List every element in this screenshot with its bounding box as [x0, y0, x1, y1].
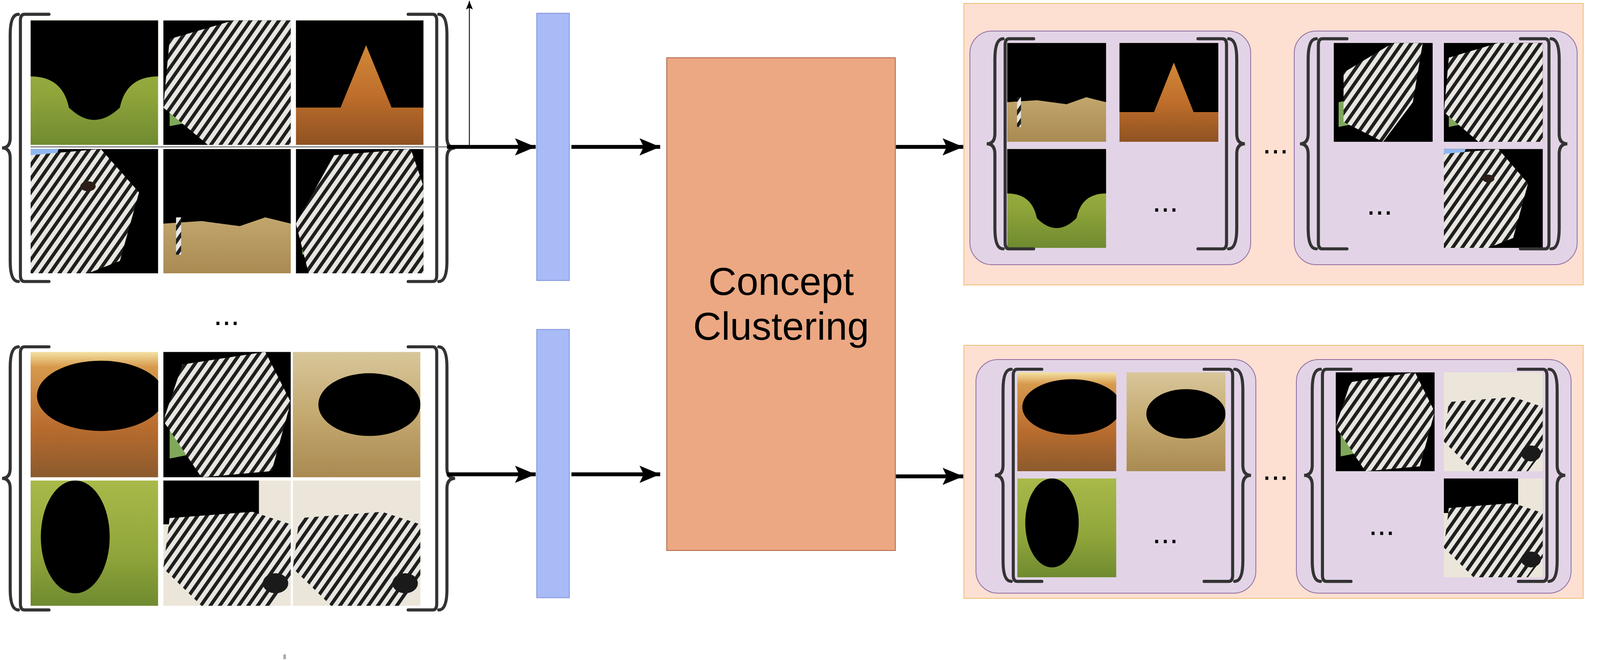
tile-ground — [292, 351, 421, 478]
guide-line — [30, 146, 447, 148]
concept-cluster: ... — [975, 359, 1257, 594]
zebra-patch — [163, 351, 292, 478]
photo-tile — [295, 20, 424, 145]
photo-tile — [163, 148, 292, 274]
tile-ground — [30, 20, 159, 145]
zebra-patch — [292, 511, 421, 606]
set-bracket — [2, 346, 19, 610]
encoder-bar — [536, 13, 570, 281]
output-panel: ......... — [963, 345, 1585, 600]
tile-ground — [163, 148, 292, 274]
tile-ground — [30, 480, 159, 606]
masked-region — [30, 20, 159, 120]
zebra-patch — [30, 148, 139, 274]
ellipsis-text: ... — [1366, 188, 1393, 220]
set-bracket — [20, 14, 49, 282]
zebra-eye — [80, 181, 96, 192]
tile-ground — [30, 148, 159, 274]
ellipsis-label: ... — [213, 298, 240, 330]
photo-tile — [163, 20, 292, 145]
ellipsis-text: ... — [1368, 508, 1395, 540]
photo-tile — [30, 480, 159, 606]
flow-arrow — [895, 474, 964, 479]
corner-mark — [283, 654, 286, 660]
photo-tile — [292, 351, 421, 478]
flow-arrow — [895, 144, 964, 149]
concept-cluster: ... — [1295, 359, 1572, 594]
masked-region — [40, 480, 110, 594]
encoder-bar — [536, 329, 570, 598]
zebra-patch — [163, 511, 292, 606]
flow-arrow — [571, 144, 661, 149]
zebra-leg — [175, 217, 182, 255]
concept-cluster: ... — [969, 30, 1252, 266]
set-bracket — [20, 346, 49, 610]
photo-tile — [30, 20, 159, 145]
photo-tile — [295, 148, 424, 274]
masked-region — [318, 373, 421, 437]
process-box: Concept Clustering — [666, 57, 896, 552]
zebra-nose — [262, 573, 289, 594]
label-holder: ... — [213, 298, 240, 330]
set-bracket — [2, 14, 19, 282]
masked-region — [37, 360, 159, 432]
photo-tile — [30, 351, 159, 478]
photo-tile — [163, 480, 292, 606]
ellipsis-text: ... — [1152, 517, 1179, 549]
concept-cluster: ... — [1293, 30, 1578, 266]
ellipsis-text: ... — [1262, 453, 1289, 485]
box-label: Concept Clustering — [666, 259, 896, 349]
output-panel: ......... — [963, 3, 1585, 286]
flow-arrow — [446, 144, 536, 149]
photo-tile — [163, 351, 292, 478]
photo-tile — [292, 480, 421, 606]
ellipsis-text: ... — [1262, 127, 1289, 159]
tile-ground — [295, 20, 424, 145]
set-bracket — [438, 346, 455, 610]
tile-ground — [163, 480, 292, 606]
set-bracket — [407, 346, 437, 610]
tile-ground — [163, 351, 292, 478]
zebra-nose — [392, 573, 418, 594]
masked-region — [163, 148, 292, 226]
thin-arrow — [468, 0, 470, 148]
flow-arrow — [446, 472, 536, 477]
tile-ground — [295, 148, 424, 274]
ellipsis-text: ... — [1152, 185, 1179, 217]
zebra-patch — [163, 20, 292, 145]
masked-region — [295, 20, 424, 108]
zebra-patch — [295, 148, 424, 274]
tile-ground — [163, 20, 292, 145]
photo-tile — [30, 148, 159, 274]
flow-arrow — [571, 472, 661, 477]
tile-ground — [292, 480, 421, 606]
set-bracket — [407, 14, 437, 282]
